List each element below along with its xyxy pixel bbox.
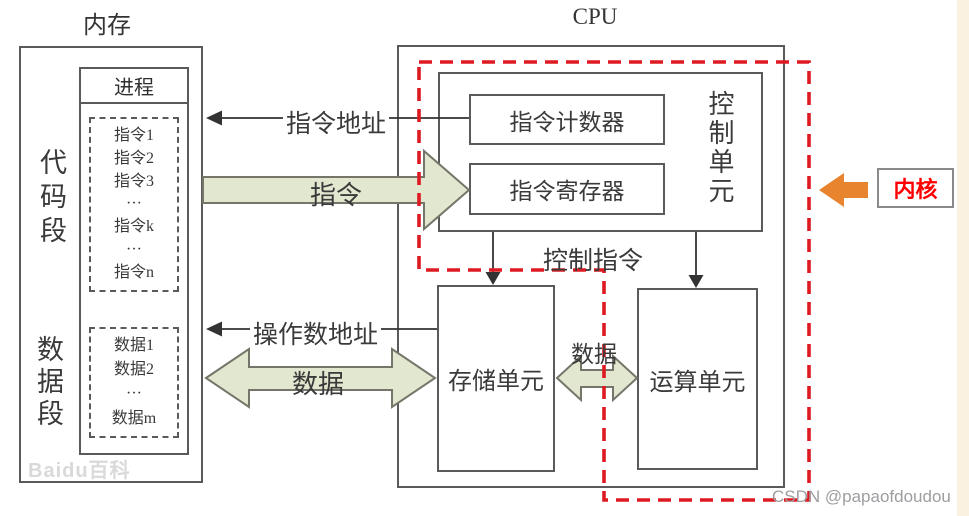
process-header: 进程: [79, 67, 189, 104]
list-item: 指令k: [113, 218, 154, 236]
data-memory-label: 数据: [292, 370, 345, 399]
code-segment-label: 代码段: [36, 148, 66, 250]
alu-unit-box: 运算单元: [637, 288, 758, 470]
control-instruction-label: 控制指令: [543, 248, 644, 275]
instruction-register-label: 指令寄存器: [509, 179, 625, 204]
list-item: 指令n: [113, 263, 154, 281]
process-box: [79, 67, 189, 455]
memory-title: 内存: [83, 13, 131, 39]
list-item: 数据2: [113, 361, 154, 379]
list-item: 指令3: [113, 172, 154, 190]
instruction-list: 指令1 指令2 指令3 ··· 指令k ··· 指令n: [89, 117, 179, 292]
kernel-callout-box: 内核: [877, 168, 954, 208]
list-item: ···: [126, 240, 142, 258]
list-item: 指令2: [113, 149, 154, 167]
list-item: ···: [126, 385, 142, 403]
page-edge-strip: [957, 0, 969, 516]
control-unit-label: 控制单元: [705, 90, 734, 206]
operand-address-label: 操作数地址: [250, 315, 382, 351]
cpu-title: CPU: [572, 4, 618, 29]
instruction-counter-box: 指令计数器: [469, 94, 665, 145]
data-internal-label: 数据: [571, 342, 617, 367]
list-item: 数据m: [111, 409, 157, 427]
storage-unit-label: 存储单元: [448, 369, 544, 395]
kernel-label: 内核: [893, 177, 938, 202]
instruction-label: 指令: [310, 181, 363, 210]
kernel-pointer-arrow: [819, 173, 868, 207]
instruction-register-box: 指令寄存器: [469, 163, 665, 215]
instruction-counter-label: 指令计数器: [509, 109, 625, 135]
process-label: 进程: [114, 77, 154, 99]
storage-unit-box: 存储单元: [437, 285, 555, 472]
instruction-address-label: 指令地址: [283, 104, 390, 140]
baidu-watermark: Baidu百科: [28, 460, 131, 482]
list-item: 指令1: [113, 127, 154, 144]
list-item: ···: [126, 195, 142, 213]
list-item: 数据1: [113, 337, 154, 354]
alu-unit-label: 运算单元: [649, 369, 746, 396]
data-list: 数据1 数据2 ··· 数据m: [89, 327, 179, 438]
data-segment-label: 数据段: [33, 335, 63, 431]
csdn-watermark: CSDN @papaofdoudou: [772, 487, 951, 506]
